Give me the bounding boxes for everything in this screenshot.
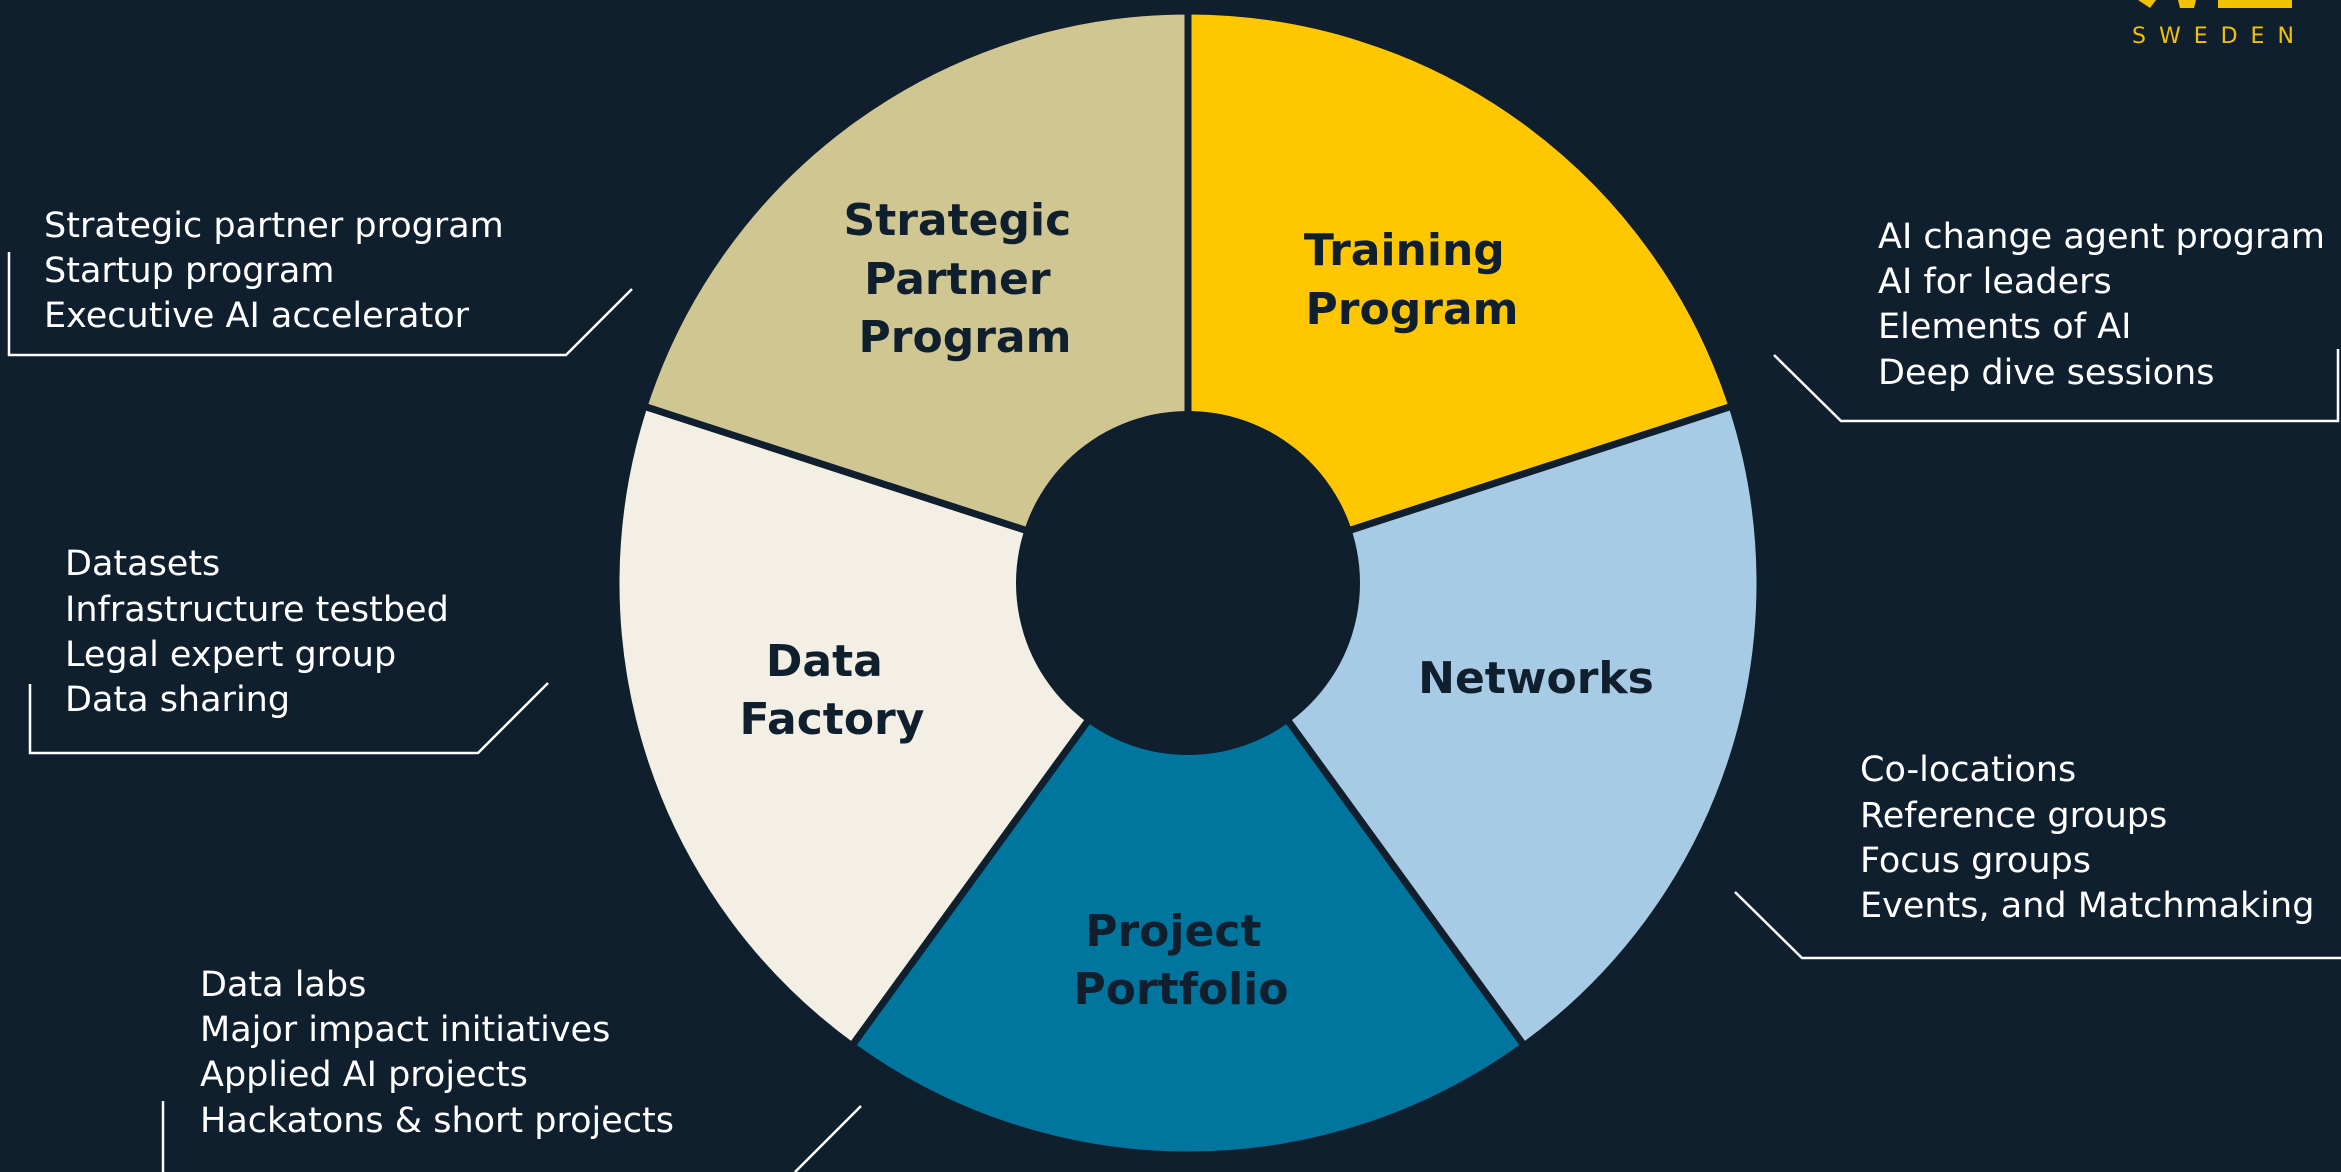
segment-label-line: Factory <box>740 694 925 745</box>
callout-item: Focus groups <box>1860 841 2091 881</box>
callout-item: Data labs <box>200 965 366 1005</box>
callout-item: Events, and Matchmaking <box>1860 886 2314 926</box>
callout-item-list: Datasets Infrastructure testbed Legal ex… <box>65 544 460 720</box>
callout-leader-line <box>794 1105 862 1172</box>
segment-label-strategic-partner-program: Strategic Partner Program <box>844 195 1087 363</box>
callout-item: AI for leaders <box>1878 262 2112 302</box>
callout-item: Executive AI accelerator <box>44 296 470 336</box>
callout-item: Startup program <box>44 251 334 291</box>
segment-label-line: Data <box>766 636 883 687</box>
callout-item: Data sharing <box>65 680 290 720</box>
logo-glyph-mark <box>2138 0 2292 8</box>
callout-item: Deep dive sessions <box>1878 353 2214 393</box>
callout-item-list: Co-locations Reference groups Focus grou… <box>1860 750 2314 926</box>
callout-item: Elements of AI <box>1878 307 2131 347</box>
segment-label-line: Project <box>1085 906 1261 957</box>
callout-item: Applied AI projects <box>200 1055 528 1095</box>
callout-item: AI change agent program <box>1878 217 2325 257</box>
segment-label-line: Training <box>1304 225 1505 276</box>
callout-training-program: AI change agent program AI for leaders E… <box>1773 217 2340 423</box>
callout-item: Strategic partner program <box>44 206 504 246</box>
logo-wordmark: SWEDEN <box>2132 24 2307 49</box>
callout-item-list: Strategic partner program Startup progra… <box>44 206 515 336</box>
callout-networks: Co-locations Reference groups Focus grou… <box>1734 750 2341 960</box>
callout-item: Datasets <box>65 544 220 584</box>
callout-item: Reference groups <box>1860 796 2167 836</box>
callout-item: Major impact initiatives <box>200 1010 610 1050</box>
callout-data-factory: Datasets Infrastructure testbed Legal ex… <box>28 544 549 755</box>
segment-label-line: Partner <box>864 254 1051 305</box>
callout-leader-line <box>1773 349 2340 423</box>
segment-label-networks: Networks <box>1418 653 1654 704</box>
callout-leader-line <box>1734 891 2341 960</box>
callout-item: Hackatons & short projects <box>200 1101 674 1141</box>
segment-label-line: Program <box>859 312 1072 363</box>
segment-label-line: Networks <box>1418 653 1654 704</box>
segment-label-data-factory: Data Factory <box>740 636 925 745</box>
donut-chart <box>612 7 1764 1159</box>
segment-label-training-program: Training Program <box>1304 225 1520 335</box>
callout-strategic-partner-program: Strategic partner program Startup progra… <box>7 206 633 357</box>
ai-sweden-logo: SWEDEN <box>2132 0 2307 49</box>
callout-leader-line <box>28 682 549 755</box>
callout-item-list: AI change agent program AI for leaders E… <box>1878 217 2336 393</box>
callout-item: Infrastructure testbed <box>65 590 449 630</box>
segment-label-line: Strategic <box>844 195 1072 246</box>
segment-label-line: Portfolio <box>1074 964 1289 1015</box>
segment-label-project-portfolio: Project Portfolio <box>1074 906 1289 1015</box>
donut-hole <box>1016 411 1360 755</box>
segment-label-line: Program <box>1306 284 1519 335</box>
callout-item: Legal expert group <box>65 635 396 675</box>
callout-project-portfolio: Data labs Major impact initiatives Appli… <box>161 965 862 1172</box>
callout-leader-line <box>7 252 633 357</box>
callout-item-list: Data labs Major impact initiatives Appli… <box>200 965 674 1141</box>
callout-item: Co-locations <box>1860 750 2076 790</box>
